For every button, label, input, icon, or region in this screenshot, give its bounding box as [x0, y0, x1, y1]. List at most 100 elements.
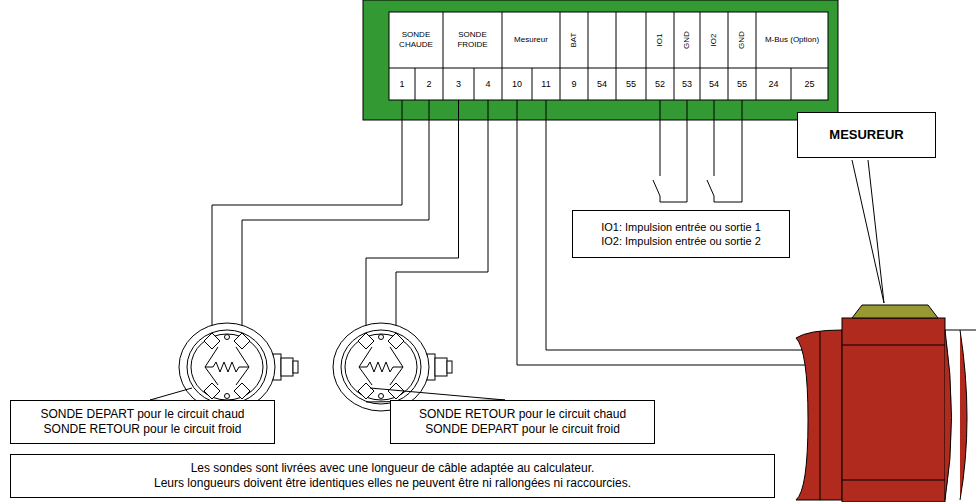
- meter-flange: [945, 330, 976, 500]
- table-rule: [700, 68, 701, 100]
- sensor-housing: [187, 330, 267, 404]
- table-rule: [443, 68, 444, 100]
- sensor-terminal: [204, 383, 220, 399]
- meter-flange: [796, 330, 842, 500]
- io-wire: [660, 100, 661, 176]
- resistor-symbol: [359, 362, 403, 372]
- table-rule: [532, 68, 533, 100]
- cable-gland: [447, 361, 452, 373]
- table-rule: [588, 68, 589, 100]
- terminal-number: 9: [560, 68, 588, 100]
- sensor-wire: [242, 100, 429, 336]
- terminal-header: IO2: [709, 34, 719, 47]
- sensor-terminal: [234, 333, 250, 349]
- table-rule: [616, 12, 617, 68]
- terminal-table: [389, 12, 828, 100]
- table-rule: [756, 12, 757, 68]
- io-wire: [660, 100, 687, 202]
- terminal-number: 55: [737, 79, 747, 90]
- meter-wire: [517, 100, 842, 365]
- terminal-number: 11: [532, 68, 560, 100]
- table-rule: [560, 12, 561, 68]
- terminal-number: 52: [646, 68, 674, 100]
- resistor-symbol: [205, 362, 249, 372]
- cable-gland: [281, 358, 293, 376]
- switch-lever: [707, 180, 714, 196]
- terminal-number: 55: [728, 68, 756, 100]
- terminal-number: 3: [456, 79, 461, 90]
- sensor-terminal: [234, 383, 250, 399]
- table-rule: [616, 68, 617, 100]
- terminal-number: 53: [674, 68, 700, 100]
- terminal-number: 53: [682, 79, 692, 90]
- caption-box: SONDE DEPART pour le circuit chaudSONDE …: [10, 400, 275, 444]
- terminal-number: 52: [655, 79, 665, 90]
- terminal-number: 25: [791, 68, 828, 100]
- box-text: SONDE DEPART pour le circuit chaud: [40, 407, 244, 422]
- sensor-terminal: [358, 383, 374, 399]
- table-rule: [389, 68, 828, 69]
- pin-name: IO1: [646, 12, 674, 68]
- table-rule: [700, 12, 701, 68]
- terminal-number: 2: [415, 68, 443, 100]
- table-rule: [674, 68, 675, 100]
- terminal-number: 11: [541, 79, 550, 90]
- box-text: SONDE RETOUR pour le circuit froid: [44, 422, 242, 437]
- table-rule: [791, 68, 792, 100]
- table-rule: [728, 12, 729, 68]
- terminal-number: 55: [626, 79, 636, 90]
- sensor-terminal: [204, 333, 220, 349]
- leader-line: [852, 160, 884, 303]
- sensor-wire: [366, 100, 459, 336]
- terminal-header: Mesureur: [502, 12, 560, 68]
- sensor-lead: [359, 347, 372, 385]
- box-text: SONDE DEPART pour le circuit froid: [425, 422, 620, 437]
- screw-hole: [379, 394, 384, 399]
- table-rule: [443, 12, 444, 68]
- table-rule: [502, 68, 503, 100]
- meter-flange-rim: [820, 332, 821, 500]
- sensor-housing: [179, 323, 275, 411]
- terminal-header: M-Bus (Option): [756, 12, 828, 68]
- screw-hole: [379, 335, 384, 340]
- table-rule: [674, 12, 675, 68]
- sensor-wire: [396, 100, 488, 336]
- sensor-terminal: [388, 333, 404, 349]
- terminal-number: 54: [700, 68, 728, 100]
- sensor-terminal: [358, 333, 374, 349]
- table-rule: [474, 68, 475, 100]
- switch-lever: [653, 180, 660, 196]
- table-rule: [646, 68, 647, 100]
- terminal-header: SONDE FROIDE: [443, 12, 502, 68]
- terminal-header: IO1: [655, 34, 665, 47]
- pin-name: IO2: [700, 12, 728, 68]
- terminal-header: BAT: [569, 33, 579, 48]
- terminal-number: 54: [709, 79, 719, 90]
- note-box: IO1: Impulsion entrée ou sortie 1IO2: Im…: [572, 210, 790, 258]
- sensor-housing: [341, 330, 421, 404]
- terminal-number: 55: [616, 68, 646, 100]
- terminal-number: 9: [571, 79, 576, 90]
- callout-box: MESUREUR: [797, 112, 936, 158]
- pin-name: BAT: [560, 12, 588, 68]
- terminal-header: Mesureur: [514, 35, 548, 45]
- terminal-header: SONDE FROIDE: [443, 30, 502, 50]
- terminal-header: SONDE CHAUDE: [389, 30, 443, 50]
- box-text: IO2: Impulsion entrée ou sortie 2: [601, 234, 761, 248]
- sensor-lead: [390, 347, 403, 385]
- screw-hole: [225, 394, 230, 399]
- screw-hole: [225, 335, 230, 340]
- cable-gland: [293, 361, 298, 373]
- note-box: Les sondes sont livrées avec une longueu…: [10, 454, 775, 498]
- sensor-housing: [333, 323, 429, 411]
- terminal-number: 24: [768, 79, 778, 90]
- meter-body-line: [842, 345, 945, 480]
- sensor-wire: [212, 100, 402, 336]
- terminal-number: 54: [588, 68, 616, 100]
- pin-name: GND: [674, 12, 700, 68]
- terminal-header: GND: [737, 31, 747, 49]
- terminal-board: [363, 0, 838, 120]
- terminal-header: M-Bus (Option): [765, 35, 819, 45]
- terminal-header: GND: [682, 31, 692, 49]
- sensor-housing: [191, 334, 263, 400]
